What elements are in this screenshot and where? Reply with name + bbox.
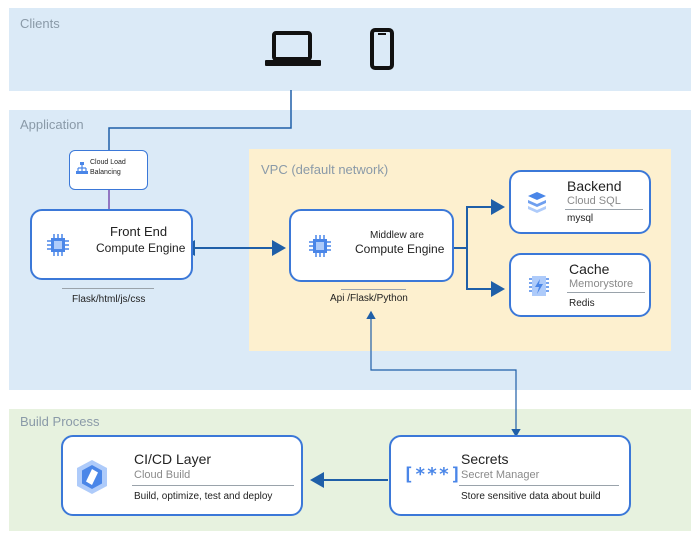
cache-title: Cache xyxy=(569,261,610,277)
compute-engine-icon xyxy=(309,235,331,257)
middleware-to-cache-arrow xyxy=(466,248,505,297)
load-balancer-card[interactable]: Cloud Load Balancing xyxy=(69,150,148,190)
cloud-sql-icon xyxy=(528,192,546,213)
middleware-card[interactable]: Middlew are Compute Engine xyxy=(289,209,454,282)
frontend-card[interactable]: Front End Compute Engine xyxy=(30,209,193,280)
cicd-card[interactable]: CI/CD Layer Cloud Build Build, optimize,… xyxy=(61,435,303,516)
secrets-subtitle: Secret Manager xyxy=(461,469,540,481)
cloud-build-icon xyxy=(77,460,107,494)
clients-zone-title: Clients xyxy=(20,16,60,31)
build-zone-title: Build Process xyxy=(20,414,100,429)
cicd-rule xyxy=(132,485,294,486)
cache-card[interactable]: Cache Memorystore Redis xyxy=(509,253,651,317)
frontend-title: Front End xyxy=(110,224,168,239)
phone-icon xyxy=(370,28,394,70)
secrets-detail: Store sensitive data about build xyxy=(461,491,601,502)
frontend-caption: Flask/html/js/css xyxy=(72,294,146,305)
load-balancer-label-2: Balancing xyxy=(90,169,121,176)
middleware-caption: Api /Flask/Python xyxy=(330,293,408,304)
application-zone-title: Application xyxy=(20,117,84,132)
backend-card[interactable]: Backend Cloud SQL mysql xyxy=(509,170,651,234)
cache-rule xyxy=(567,292,645,293)
clients-zone: Clients xyxy=(9,8,691,91)
cache-detail: Redis xyxy=(569,298,595,309)
middleware-to-backend-arrow xyxy=(454,199,505,249)
load-balancer-icon xyxy=(76,162,88,174)
cache-subtitle: Memorystore xyxy=(569,278,634,290)
cicd-title: CI/CD Layer xyxy=(134,451,212,467)
clients-to-lb-line xyxy=(108,90,292,150)
backend-rule xyxy=(565,209,643,210)
secrets-rule xyxy=(459,485,619,486)
memorystore-icon xyxy=(529,276,549,296)
cicd-subtitle: Cloud Build xyxy=(134,469,191,481)
laptop-icon xyxy=(265,31,321,66)
backend-subtitle: Cloud SQL xyxy=(567,195,621,207)
frontend-rule xyxy=(62,288,154,289)
middleware-subtitle: Compute Engine xyxy=(355,242,445,256)
cicd-detail: Build, optimize, test and deploy xyxy=(134,491,273,502)
compute-engine-icon xyxy=(47,234,69,256)
secrets-to-middleware-arrow xyxy=(366,310,521,438)
secret-manager-icon: [***] xyxy=(403,464,463,485)
backend-title: Backend xyxy=(567,178,622,194)
middleware-title: Middlew are xyxy=(370,230,424,241)
vpc-zone-title: VPC (default network) xyxy=(261,162,389,177)
secrets-card[interactable]: [***] Secrets Secret Manager Store sensi… xyxy=(389,435,631,516)
middleware-rule xyxy=(341,289,406,290)
frontend-subtitle: Compute Engine xyxy=(96,241,186,255)
load-balancer-label-1: Cloud Load xyxy=(90,159,126,166)
backend-detail: mysql xyxy=(567,213,594,224)
secrets-title: Secrets xyxy=(461,451,509,467)
